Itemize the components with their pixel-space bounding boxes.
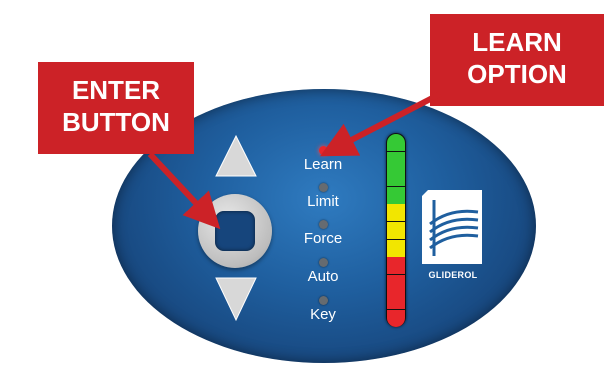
- level-bar: [386, 133, 406, 327]
- learn-pointer-arrow-icon: [320, 91, 442, 157]
- level-segment: [387, 186, 405, 204]
- indicator-label: Learn: [303, 156, 343, 173]
- level-segment: [387, 204, 405, 222]
- level-segment: [387, 134, 405, 151]
- indicator-label: Auto: [307, 268, 339, 285]
- up-arrow-icon: [215, 134, 257, 177]
- indicator-key: Key: [290, 296, 356, 323]
- gliderol-logo-icon: [422, 190, 482, 264]
- led-force-icon: [318, 220, 328, 229]
- down-arrow-button[interactable]: [214, 276, 258, 322]
- level-segment: [387, 257, 405, 275]
- enter-button-callout: ENTER BUTTON: [38, 62, 194, 154]
- level-segment: [387, 274, 405, 292]
- level-segment: [387, 222, 405, 239]
- indicator-limit: Limit: [290, 183, 356, 210]
- enter-pointer-arrow-icon: [147, 151, 221, 230]
- indicator-auto: Auto: [290, 258, 356, 285]
- led-auto-icon: [318, 258, 328, 267]
- level-segment: [387, 169, 405, 187]
- level-segment: [387, 292, 405, 310]
- enter-square-icon: [215, 211, 255, 251]
- brand-name: GLIDEROL: [428, 270, 478, 280]
- led-limit-icon: [318, 183, 328, 192]
- led-key-icon: [318, 296, 328, 305]
- indicator-label: Key: [310, 306, 336, 323]
- callout-line: ENTER: [71, 75, 161, 105]
- level-segment: [387, 239, 405, 257]
- callout-line: BUTTON: [62, 107, 170, 137]
- indicator-label: Limit: [307, 193, 339, 210]
- level-segment: [387, 151, 405, 169]
- enter-button[interactable]: [198, 194, 272, 268]
- learn-option-callout: LEARN OPTION: [430, 14, 604, 106]
- indicator-label: Force: [303, 230, 343, 247]
- callout-line: OPTION: [467, 59, 567, 89]
- callout-line: LEARN: [472, 27, 562, 57]
- down-arrow-icon: [215, 277, 257, 322]
- level-segment: [387, 310, 405, 327]
- up-arrow-button[interactable]: [214, 134, 258, 178]
- indicator-force: Force: [290, 220, 356, 247]
